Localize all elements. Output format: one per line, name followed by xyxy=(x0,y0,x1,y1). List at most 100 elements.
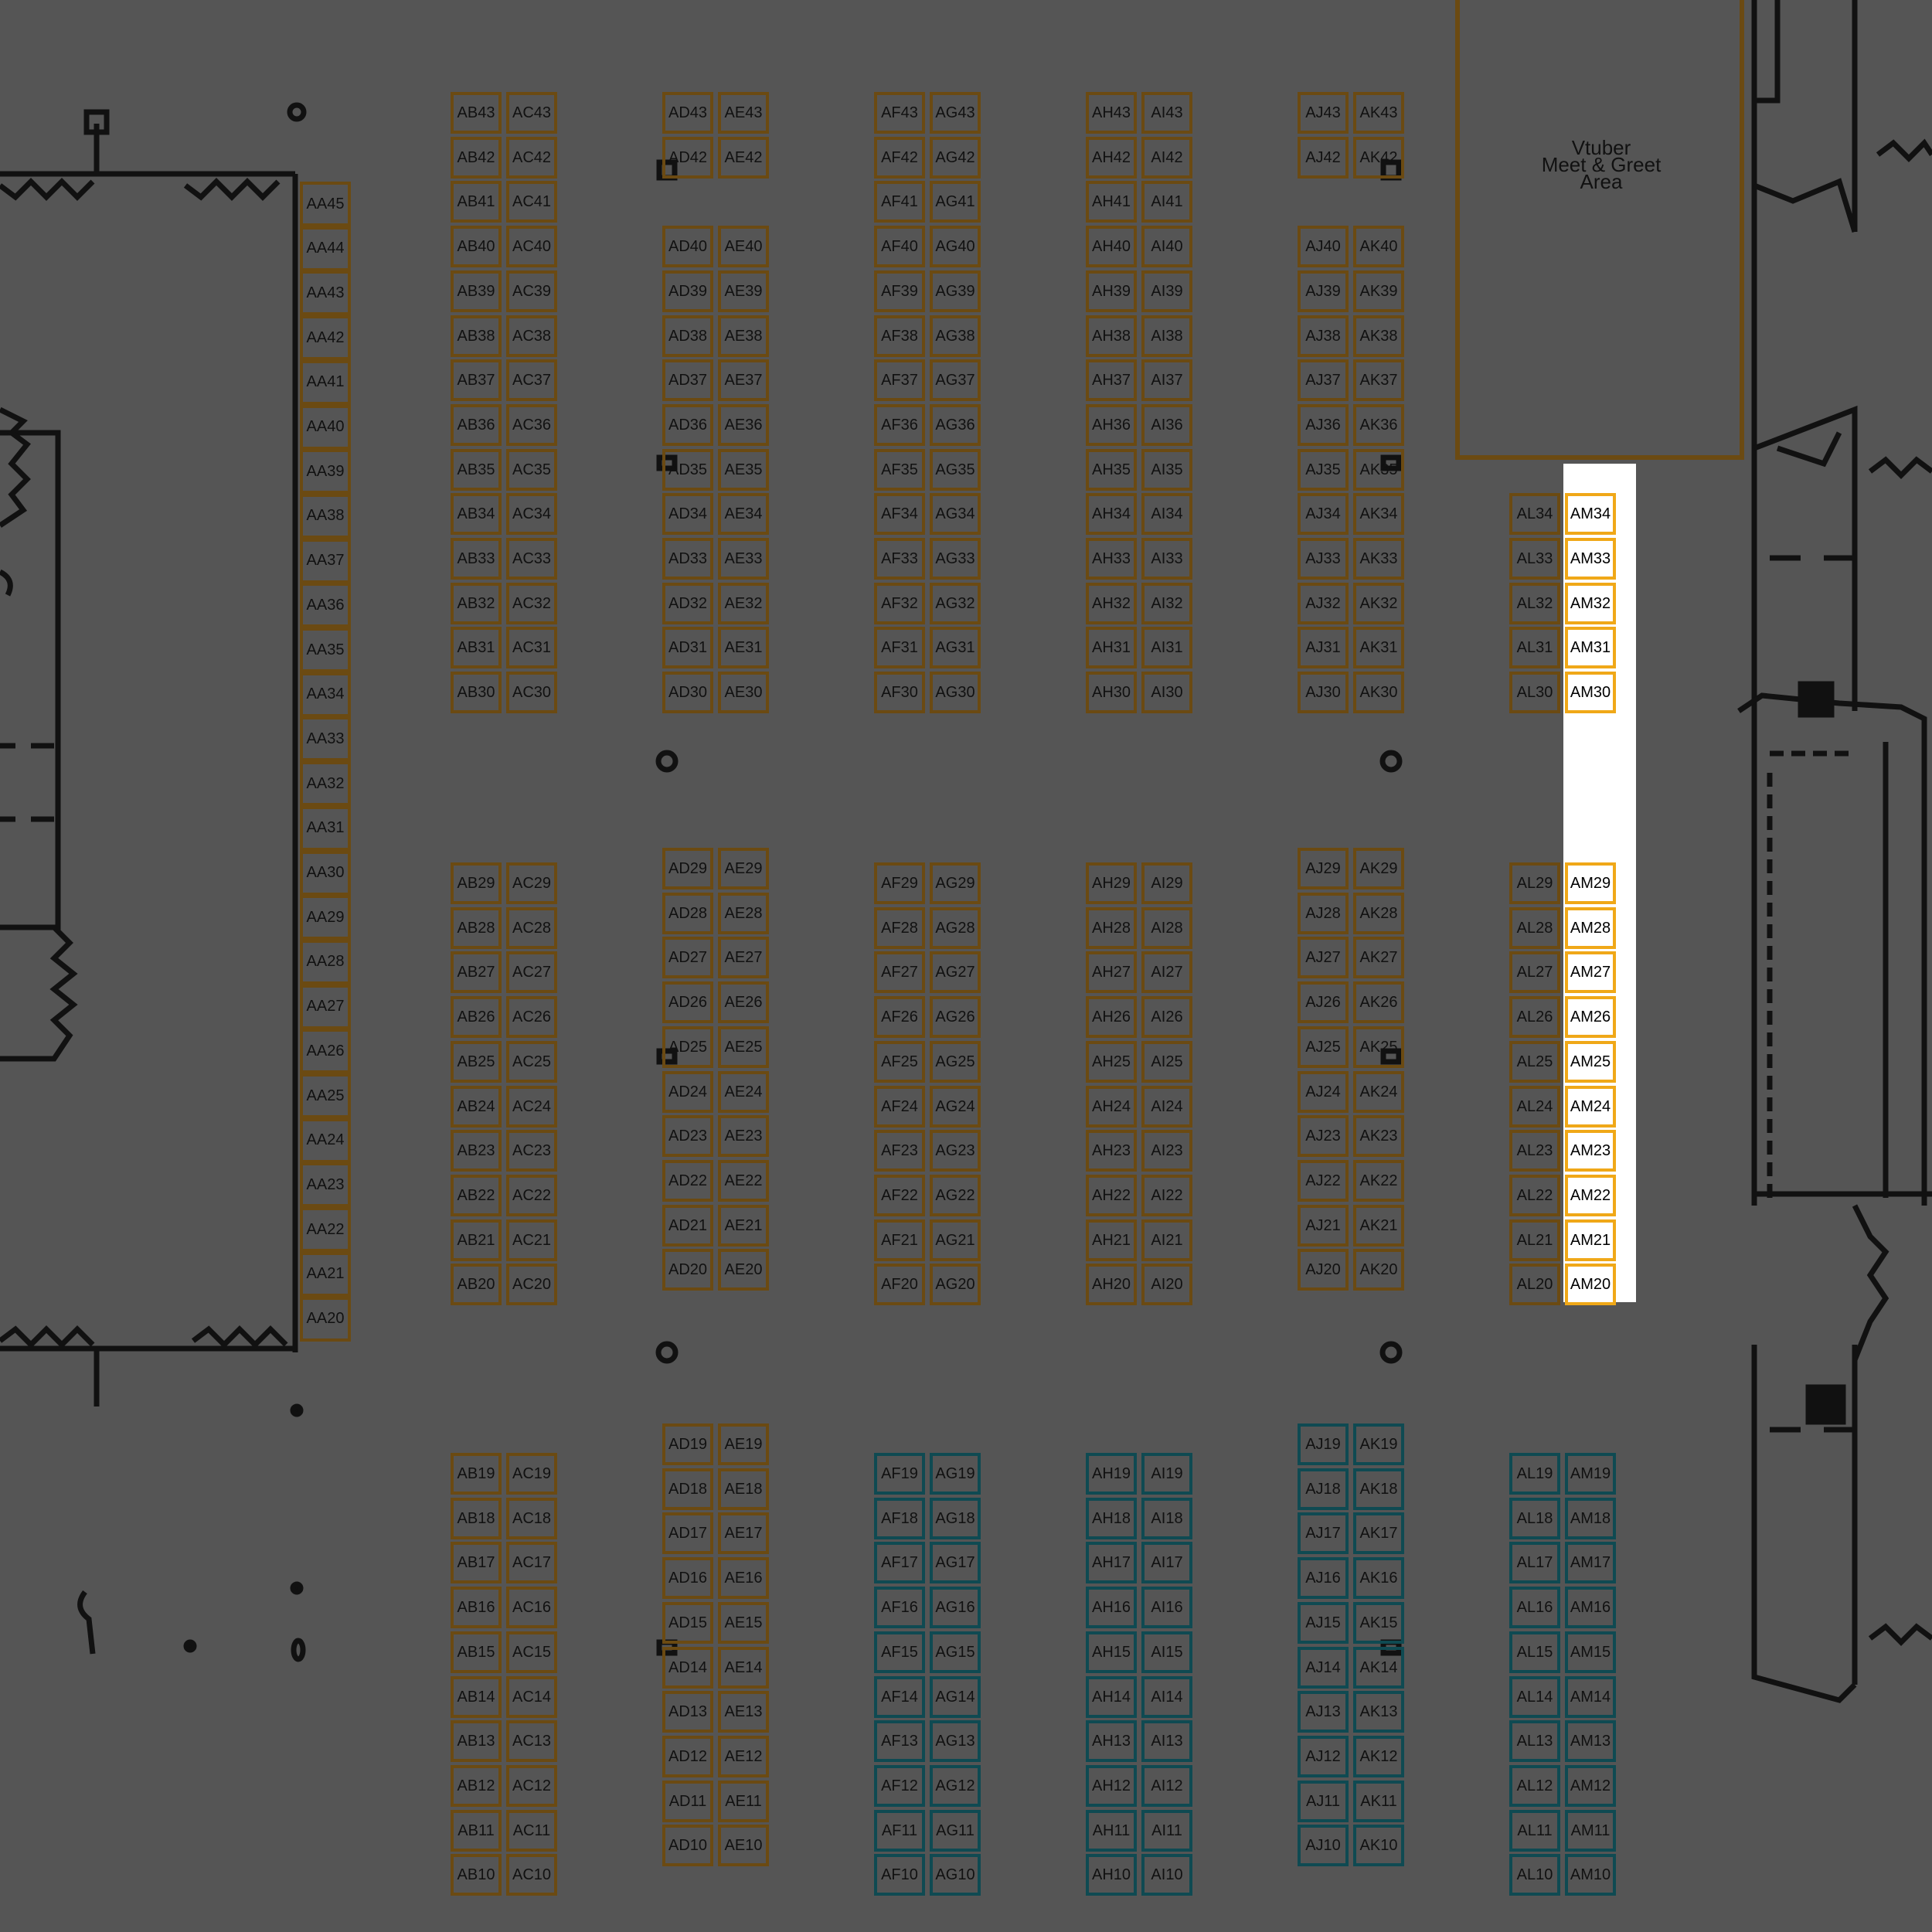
booth-aa36[interactable]: AA36 xyxy=(300,583,351,628)
booth-ac13[interactable]: AC13 xyxy=(506,1720,557,1762)
booth-aj26[interactable]: AJ26 xyxy=(1298,981,1349,1023)
booth-al17[interactable]: AL17 xyxy=(1509,1542,1560,1583)
booth-ai12[interactable]: AI12 xyxy=(1141,1765,1192,1807)
booth-ag20[interactable]: AG20 xyxy=(930,1264,981,1305)
booth-ai25[interactable]: AI25 xyxy=(1141,1041,1192,1083)
booth-ag33[interactable]: AG33 xyxy=(930,538,981,580)
booth-al29[interactable]: AL29 xyxy=(1509,862,1560,904)
booth-ag31[interactable]: AG31 xyxy=(930,627,981,668)
booth-ab25[interactable]: AB25 xyxy=(451,1041,502,1083)
booth-ad43[interactable]: AD43 xyxy=(662,92,713,134)
booth-aa31[interactable]: AA31 xyxy=(300,805,351,851)
booth-aa30[interactable]: AA30 xyxy=(300,850,351,896)
booth-ak17[interactable]: AK17 xyxy=(1353,1512,1404,1554)
booth-ak33[interactable]: AK33 xyxy=(1353,538,1404,580)
booth-al14[interactable]: AL14 xyxy=(1509,1676,1560,1718)
booth-am12[interactable]: AM12 xyxy=(1565,1765,1616,1807)
booth-af30[interactable]: AF30 xyxy=(874,672,925,713)
booth-ab21[interactable]: AB21 xyxy=(451,1219,502,1261)
booth-ac10[interactable]: AC10 xyxy=(506,1854,557,1896)
booth-am17[interactable]: AM17 xyxy=(1565,1542,1616,1583)
booth-aj13[interactable]: AJ13 xyxy=(1298,1691,1349,1733)
booth-ai29[interactable]: AI29 xyxy=(1141,862,1192,904)
booth-ai20[interactable]: AI20 xyxy=(1141,1264,1192,1305)
booth-ab40[interactable]: AB40 xyxy=(451,226,502,267)
booth-ac30[interactable]: AC30 xyxy=(506,672,557,713)
booth-ak28[interactable]: AK28 xyxy=(1353,893,1404,934)
booth-ag28[interactable]: AG28 xyxy=(930,907,981,949)
booth-ag12[interactable]: AG12 xyxy=(930,1765,981,1807)
booth-af14[interactable]: AF14 xyxy=(874,1676,925,1718)
booth-ag30[interactable]: AG30 xyxy=(930,672,981,713)
booth-ai22[interactable]: AI22 xyxy=(1141,1175,1192,1216)
booth-aj38[interactable]: AJ38 xyxy=(1298,315,1349,357)
booth-ah32[interactable]: AH32 xyxy=(1086,583,1137,624)
booth-ag41[interactable]: AG41 xyxy=(930,181,981,223)
booth-aj36[interactable]: AJ36 xyxy=(1298,404,1349,446)
booth-ad24[interactable]: AD24 xyxy=(662,1071,713,1113)
booth-al20[interactable]: AL20 xyxy=(1509,1264,1560,1305)
booth-am34[interactable]: AM34 xyxy=(1565,493,1616,535)
booth-ab12[interactable]: AB12 xyxy=(451,1765,502,1807)
booth-ad37[interactable]: AD37 xyxy=(662,359,713,401)
booth-ak23[interactable]: AK23 xyxy=(1353,1115,1404,1157)
booth-ag23[interactable]: AG23 xyxy=(930,1130,981,1172)
booth-af43[interactable]: AF43 xyxy=(874,92,925,134)
booth-aj28[interactable]: AJ28 xyxy=(1298,893,1349,934)
booth-ad38[interactable]: AD38 xyxy=(662,315,713,357)
booth-ab18[interactable]: AB18 xyxy=(451,1498,502,1539)
booth-al28[interactable]: AL28 xyxy=(1509,907,1560,949)
booth-ac21[interactable]: AC21 xyxy=(506,1219,557,1261)
booth-ae30[interactable]: AE30 xyxy=(718,672,769,713)
booth-ai36[interactable]: AI36 xyxy=(1141,404,1192,446)
booth-aa45[interactable]: AA45 xyxy=(300,182,351,226)
booth-ah13[interactable]: AH13 xyxy=(1086,1720,1137,1762)
booth-ad35[interactable]: AD35 xyxy=(662,449,713,491)
booth-ad27[interactable]: AD27 xyxy=(662,937,713,978)
booth-af20[interactable]: AF20 xyxy=(874,1264,925,1305)
booth-ab28[interactable]: AB28 xyxy=(451,907,502,949)
booth-ad31[interactable]: AD31 xyxy=(662,627,713,668)
booth-aj24[interactable]: AJ24 xyxy=(1298,1071,1349,1113)
booth-ag39[interactable]: AG39 xyxy=(930,270,981,312)
booth-ag16[interactable]: AG16 xyxy=(930,1587,981,1628)
booth-al12[interactable]: AL12 xyxy=(1509,1765,1560,1807)
booth-ak37[interactable]: AK37 xyxy=(1353,359,1404,401)
booth-ag36[interactable]: AG36 xyxy=(930,404,981,446)
booth-aj15[interactable]: AJ15 xyxy=(1298,1602,1349,1644)
booth-ai27[interactable]: AI27 xyxy=(1141,951,1192,993)
booth-ah33[interactable]: AH33 xyxy=(1086,538,1137,580)
booth-ab19[interactable]: AB19 xyxy=(451,1453,502,1495)
booth-aj22[interactable]: AJ22 xyxy=(1298,1160,1349,1202)
booth-ac39[interactable]: AC39 xyxy=(506,270,557,312)
booth-ab38[interactable]: AB38 xyxy=(451,315,502,357)
booth-aj43[interactable]: AJ43 xyxy=(1298,92,1349,134)
booth-ak11[interactable]: AK11 xyxy=(1353,1781,1404,1822)
booth-am18[interactable]: AM18 xyxy=(1565,1498,1616,1539)
booth-ac34[interactable]: AC34 xyxy=(506,493,557,535)
booth-al33[interactable]: AL33 xyxy=(1509,538,1560,580)
booth-aa25[interactable]: AA25 xyxy=(300,1073,351,1118)
booth-am23[interactable]: AM23 xyxy=(1565,1130,1616,1172)
booth-ae16[interactable]: AE16 xyxy=(718,1557,769,1599)
booth-af21[interactable]: AF21 xyxy=(874,1219,925,1261)
booth-ae25[interactable]: AE25 xyxy=(718,1026,769,1068)
booth-ah36[interactable]: AH36 xyxy=(1086,404,1137,446)
booth-aa23[interactable]: AA23 xyxy=(300,1162,351,1208)
booth-ab39[interactable]: AB39 xyxy=(451,270,502,312)
booth-ai21[interactable]: AI21 xyxy=(1141,1219,1192,1261)
booth-ai40[interactable]: AI40 xyxy=(1141,226,1192,267)
booth-ad22[interactable]: AD22 xyxy=(662,1160,713,1202)
booth-ae39[interactable]: AE39 xyxy=(718,270,769,312)
booth-ag35[interactable]: AG35 xyxy=(930,449,981,491)
booth-aa22[interactable]: AA22 xyxy=(300,1207,351,1253)
booth-af17[interactable]: AF17 xyxy=(874,1542,925,1583)
booth-am28[interactable]: AM28 xyxy=(1565,907,1616,949)
booth-al34[interactable]: AL34 xyxy=(1509,493,1560,535)
booth-aa40[interactable]: AA40 xyxy=(300,404,351,450)
booth-ah25[interactable]: AH25 xyxy=(1086,1041,1137,1083)
booth-ac37[interactable]: AC37 xyxy=(506,359,557,401)
booth-ab11[interactable]: AB11 xyxy=(451,1810,502,1852)
booth-ak32[interactable]: AK32 xyxy=(1353,583,1404,624)
booth-aj20[interactable]: AJ20 xyxy=(1298,1249,1349,1291)
